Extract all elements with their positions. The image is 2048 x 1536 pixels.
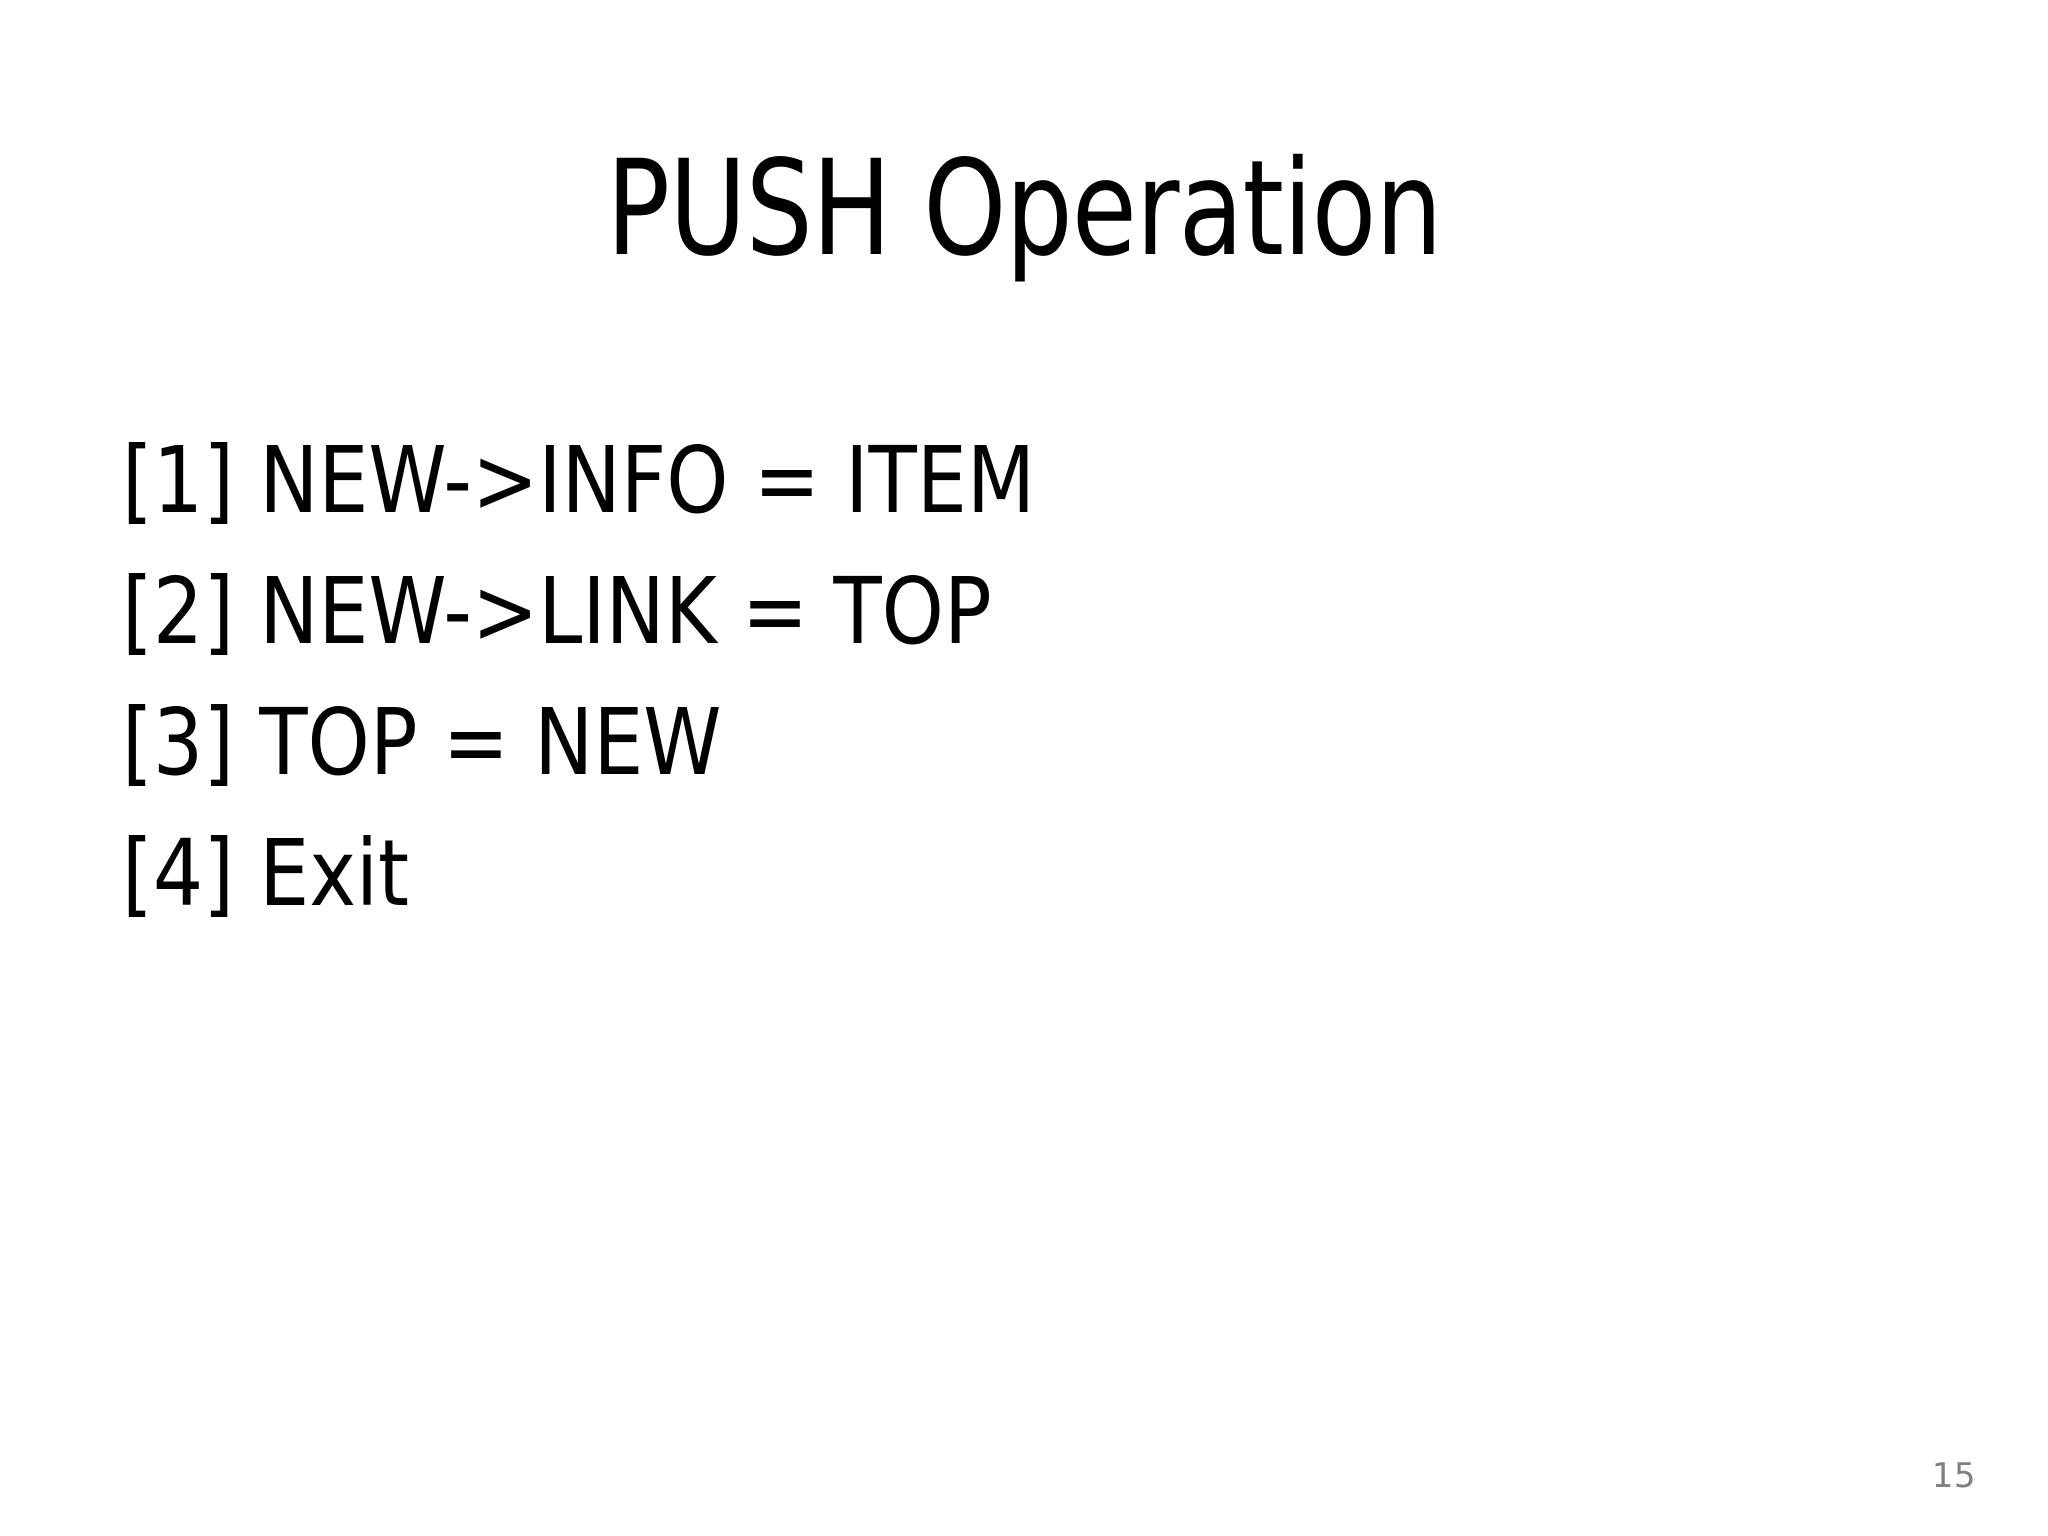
list-item: [1] NEW->INFO = ITEM [122, 427, 1036, 534]
list-item: [3] TOP = NEW [122, 689, 722, 796]
list-item: [4] Exit [122, 820, 410, 927]
page-number: 15 [1931, 1456, 1976, 1496]
algorithm-step-list: [1] NEW->INFO = ITEM [2] NEW->LINK = TOP… [122, 415, 1822, 939]
page-title: PUSH Operation [606, 132, 1442, 287]
list-item: [2] NEW->LINK = TOP [122, 558, 992, 665]
